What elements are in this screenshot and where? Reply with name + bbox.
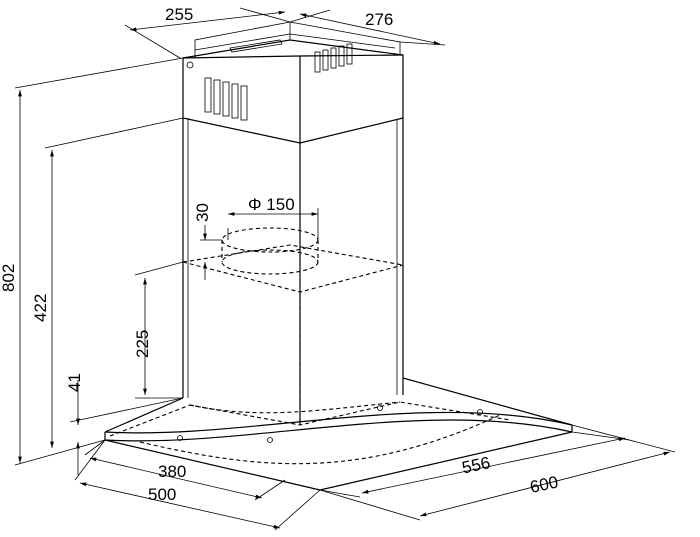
- duct-collar: [221, 227, 319, 275]
- chimney-upper: [182, 21, 404, 144]
- label-width: 600: [528, 472, 560, 496]
- dim-total-height: 802: [0, 57, 184, 466]
- dim-canopy-height: 41: [65, 373, 184, 475]
- dim-depth: 500: [74, 439, 321, 531]
- label-top-width: 276: [365, 10, 393, 29]
- label-body-height: 225: [133, 330, 152, 358]
- label-duct-height: 30: [193, 203, 212, 222]
- label-canopy-height: 41: [65, 373, 84, 392]
- label-duct-diameter: Φ 150: [248, 195, 295, 214]
- dim-width: 600: [319, 424, 676, 521]
- label-total-height: 802: [0, 264, 18, 292]
- chimney-lower: [182, 118, 404, 425]
- dim-top-depth: 255: [124, 5, 291, 59]
- dim-duct-diameter: Φ 150: [227, 195, 319, 240]
- vent-grille-left: [204, 77, 248, 121]
- dim-duct-height: 30: [193, 203, 222, 280]
- label-bottom-depth: 380: [158, 462, 186, 481]
- vent-grille-right: [314, 43, 353, 73]
- label-chimney-height: 422: [31, 294, 50, 322]
- dim-body-height: 225: [133, 261, 184, 399]
- screw-icon: [186, 61, 194, 69]
- dim-top-width: 276: [289, 9, 446, 46]
- label-depth: 500: [148, 485, 176, 504]
- dim-chimney-height: 422: [31, 117, 184, 448]
- dim-bottom-width: 556: [319, 431, 631, 498]
- label-top-depth: 255: [165, 5, 193, 24]
